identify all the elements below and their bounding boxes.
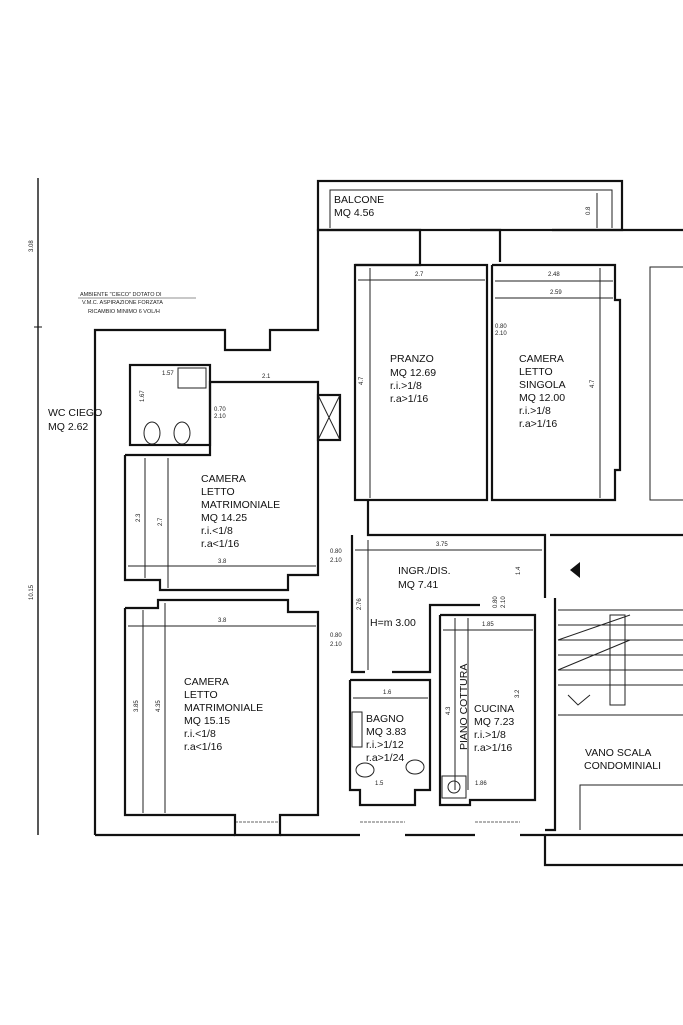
room-ra: r.a>1/16 — [390, 393, 428, 405]
room-name: CAMERA — [201, 473, 246, 485]
room-name: CAMERA — [519, 353, 564, 365]
note-line-3: RICAMBIO MINIMO 6 VOL/H — [88, 309, 160, 315]
room-ra: r.a<1/16 — [201, 538, 239, 550]
room-name: CAMERA — [184, 676, 229, 688]
dim: 2.1 — [262, 374, 271, 380]
dim: 3.8 — [218, 618, 227, 624]
room-name: MATRIMONIALE — [201, 499, 280, 511]
balcone: BALCONE MQ 4.56 0.8 — [316, 179, 624, 232]
dim: 4.35 — [156, 700, 162, 712]
dim: 2.10 — [501, 596, 507, 608]
entrance-arrow-icon — [570, 562, 580, 578]
overall-dimension-line: 3.08 10.15 — [29, 178, 42, 835]
room-name: CUCINA — [474, 703, 514, 715]
room-camera-matrimoniale-2: 3.8 3.85 4.35 CAMERA LETTO MATRIMONIALE … — [123, 598, 342, 837]
room-name: INGR./DIS. — [398, 565, 451, 577]
dim: 3.8 — [218, 559, 227, 565]
dim-overall-top: 3.08 — [29, 240, 35, 252]
dim: 2.7 — [158, 517, 164, 526]
room-area: MQ 15.15 — [184, 715, 230, 727]
room-name: SINGOLA — [519, 379, 566, 391]
room-area: MQ 3.83 — [366, 726, 406, 738]
room-wc: 1.57 1.67 0.70 2.10 WC CIEGO MQ 2.62 — [48, 363, 226, 447]
room-name: VANO SCALA — [585, 747, 651, 759]
room-name: PRANZO — [390, 353, 434, 365]
dim: 2.76 — [357, 598, 363, 610]
room-ri: r.i.<1/8 — [201, 525, 233, 537]
dim: 2.10 — [495, 331, 507, 337]
shaft — [316, 393, 342, 442]
dim: 1.67 — [140, 390, 146, 402]
dim: 0.80 — [330, 549, 342, 555]
dim: 1.6 — [383, 690, 392, 696]
room-camera-matrimoniale-1: 3.8 2.3 2.7 CAMERA LETTO MATRIMONIALE MQ… — [123, 380, 342, 592]
note-line-2: V.M.C. ASPIRAZIONE FORZATA — [82, 300, 163, 306]
room-ri: r.i.>1/8 — [474, 729, 506, 741]
outer-walls — [93, 228, 683, 867]
dim: 1.5 — [375, 781, 384, 787]
room-name: CONDOMINIALI — [584, 760, 661, 772]
room-ra: r.a>1/16 — [474, 742, 512, 754]
room-name: LETTO — [201, 486, 235, 498]
dim: 2.10 — [330, 558, 342, 564]
room-camera-singola: 2.48 2.59 4.7 CAMERA LETTO SINGOLA MQ 12… — [490, 263, 622, 502]
dim: 0.70 — [214, 407, 226, 413]
room-area: MQ 12.00 — [519, 392, 565, 404]
dim: 1.86 — [475, 781, 487, 787]
note-line-1: AMBIENTE "CIECO" DOTATO DI — [80, 292, 162, 298]
dim: 0.8 — [586, 206, 592, 215]
room-area: MQ 4.56 — [334, 207, 374, 219]
room-bagno: 1.6 1.5 BAGNO MQ 3.83 r.i.>1/12 r.a>1/24 — [348, 678, 432, 807]
dim: 4.7 — [359, 376, 365, 385]
dim: 1.57 — [162, 371, 174, 377]
room-area: MQ 2.62 — [48, 421, 88, 433]
dim: 2.3 — [136, 513, 142, 522]
stairwell: VANO SCALA CONDOMINIALI — [545, 533, 683, 832]
ventilation-note: AMBIENTE "CIECO" DOTATO DI V.M.C. ASPIRA… — [78, 292, 196, 315]
dim: 3.75 — [436, 542, 448, 548]
room-ri: r.i.<1/8 — [184, 728, 216, 740]
dim: 4.7 — [590, 379, 596, 388]
dim: 0.80 — [493, 596, 499, 608]
dim: 3.2 — [515, 689, 521, 698]
room-ra: r.a>1/16 — [519, 418, 557, 430]
room-area: MQ 12.69 — [390, 367, 436, 379]
room-area: MQ 7.23 — [474, 716, 514, 728]
room-ra: r.a<1/16 — [184, 741, 222, 753]
dim: 1.4 — [516, 566, 522, 575]
room-ingresso: 3.75 2.76 1.4 INGR./DIS. MQ 7.41 H=m 3.0… — [350, 500, 547, 674]
dim: 0.80 — [495, 324, 507, 330]
adjacent-unit-wall — [649, 266, 683, 501]
cooktop-label: PIANO COTTURA — [458, 664, 470, 750]
room-area: MQ 7.41 — [398, 579, 438, 591]
room-name: BAGNO — [366, 713, 404, 725]
dim: 2.48 — [548, 272, 560, 278]
room-name: MATRIMONIALE — [184, 702, 263, 714]
dim: 2.59 — [550, 290, 562, 296]
room-ri: r.i.>1/8 — [519, 405, 551, 417]
room-ri: r.i.>1/12 — [366, 739, 404, 751]
room-name: BALCONE — [334, 194, 384, 206]
dim: 0.80 — [330, 633, 342, 639]
room-name: LETTO — [519, 366, 553, 378]
room-pranzo: 2.7 4.7 PRANZO MQ 12.69 r.i.>1/8 r.a>1/1… — [353, 263, 507, 502]
room-name: LETTO — [184, 689, 218, 701]
dim: 2.10 — [330, 642, 342, 648]
dim: 1.85 — [482, 622, 494, 628]
room-name: WC CIEGO — [48, 407, 102, 419]
dim: 2.7 — [415, 272, 424, 278]
room-area: MQ 14.25 — [201, 512, 247, 524]
dim: 3.85 — [134, 700, 140, 712]
room-height: H=m 3.00 — [370, 617, 416, 629]
dim: 2.10 — [214, 414, 226, 420]
room-cucina: 1.85 1.86 3.2 4.3 PIANO COTTURA CUCINA M… — [438, 613, 537, 807]
room-ra: r.a>1/24 — [366, 752, 404, 764]
room-ri: r.i.>1/8 — [390, 380, 422, 392]
dim-overall-main: 10.15 — [29, 584, 35, 600]
dim: 4.3 — [446, 706, 452, 715]
